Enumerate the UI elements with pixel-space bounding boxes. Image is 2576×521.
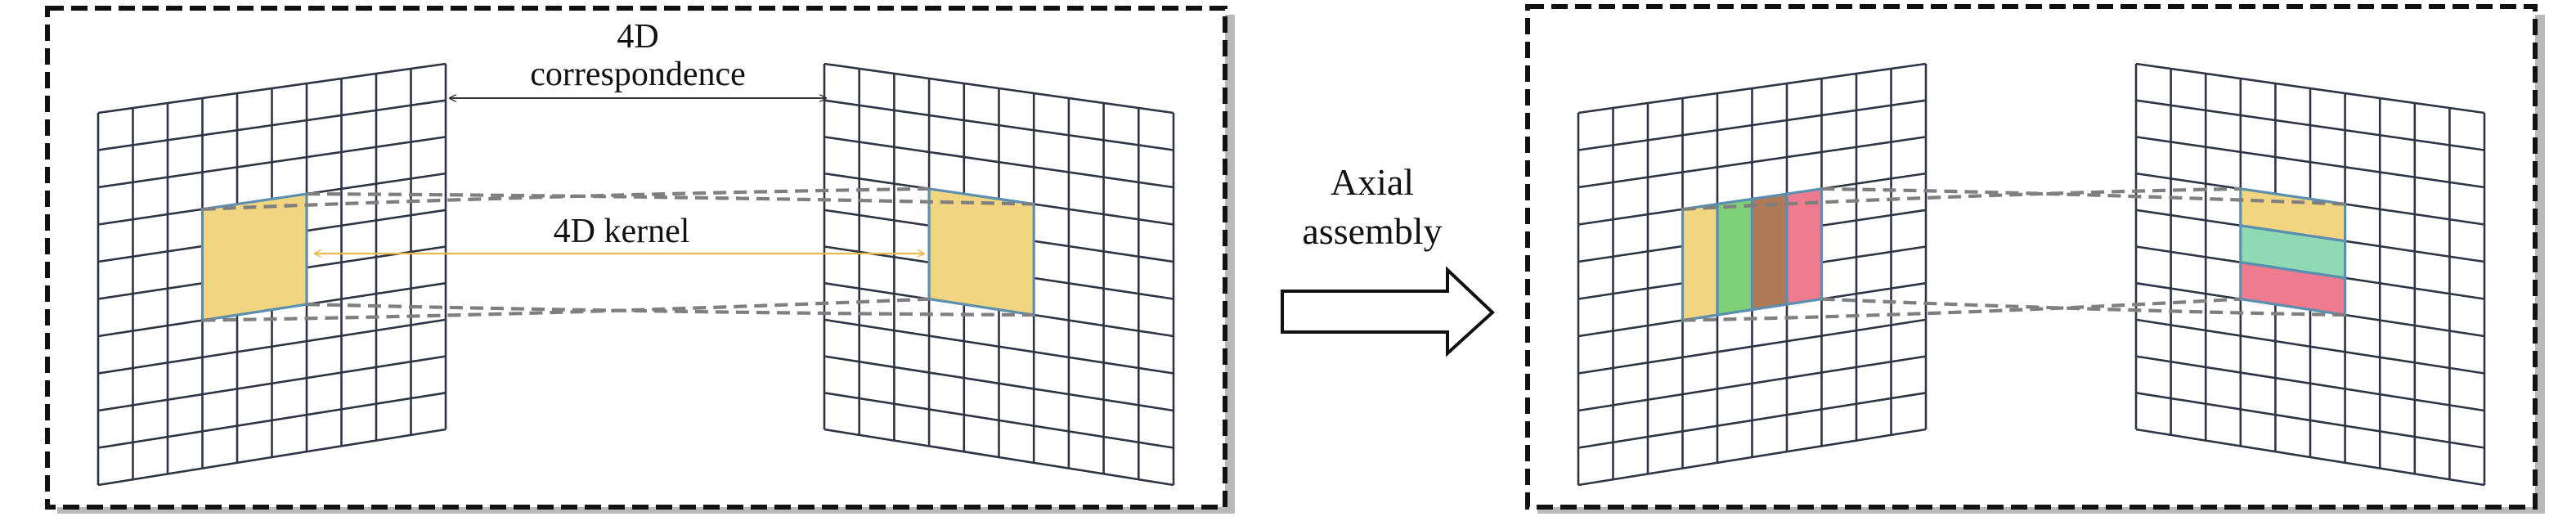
left-link-top-left [202, 186, 930, 211]
row-edge-3 [2239, 260, 2347, 317]
kernel-edge-target [927, 186, 1035, 317]
grid-a [96, 62, 447, 487]
left-link-bottom-right [306, 303, 1034, 317]
grid-d-hline [2135, 392, 2485, 449]
axial-strip-brown [1752, 194, 1787, 310]
grid-c-hline [1577, 428, 1927, 487]
grid-d [2134, 62, 2486, 487]
grid-a-hline [97, 318, 447, 375]
kernel-patch-target [929, 188, 1034, 316]
left-link-top-right [306, 191, 1034, 206]
axial-strip-pink [1787, 188, 1822, 305]
grid-a-hline [97, 392, 447, 449]
grid-c-hline [1577, 318, 1927, 375]
right-link-top-right [1821, 186, 2345, 206]
grid-a-hline [97, 355, 447, 412]
grid-d-hline [2135, 428, 2485, 487]
feature-grids [96, 62, 2486, 487]
kernel-label: 4D kernel [554, 213, 690, 250]
kernel-patch-source [202, 194, 307, 321]
grid-b-hline [824, 318, 1174, 375]
axial-assembly-arrow: Axial assembly [1281, 161, 1495, 357]
grid-d-lines [2134, 62, 2486, 487]
correspondence-label-line2: correspondence [530, 56, 746, 93]
axial-strip-green [1717, 199, 1752, 316]
grid-b-hline [824, 355, 1174, 412]
grid-b-hline [824, 428, 1174, 487]
arrow-label-line1: Axial [1331, 161, 1414, 203]
correspondence-label-line1: 4D [617, 18, 658, 56]
strip-edge-4 [1785, 186, 1824, 306]
right-link-top-left [1682, 186, 2241, 211]
left-link-bottom-left [202, 297, 930, 322]
kernel-links [202, 186, 2345, 322]
grid-d-hline [2135, 355, 2485, 412]
right-link-bottom-right [1821, 297, 2345, 317]
grid-b-hline [824, 392, 1174, 449]
grid-c-hline [1577, 392, 1927, 449]
grid-a-hline [97, 428, 447, 487]
right-link-bottom-left [1682, 297, 2241, 322]
kernel-edge-source [200, 192, 308, 322]
grid-c [1577, 62, 1928, 487]
grid-b-lines [823, 62, 1175, 487]
grid-d-hline [2135, 318, 2485, 375]
axial-strip-yellow [1682, 204, 1717, 321]
grid-b [823, 62, 1175, 487]
arrow-label-line2: assembly [1302, 210, 1442, 252]
axial-row-teal [2240, 225, 2345, 278]
grid-c-hline [1577, 355, 1927, 412]
block-arrow-shape [1281, 266, 1495, 357]
